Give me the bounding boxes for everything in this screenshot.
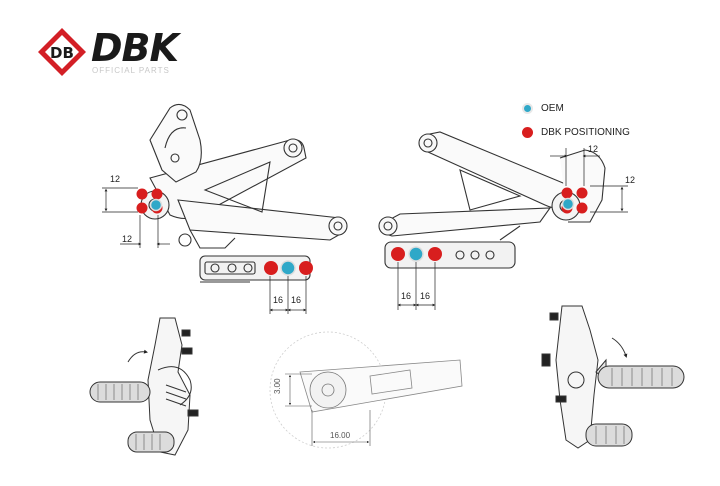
right-rearset-dimensions [397,148,628,310]
detail-view-drawing [269,331,463,449]
dbk-position-dot [576,187,588,199]
legend-label-oem: OEM [541,102,564,114]
right-rearset-drawing [378,131,606,269]
legend-item-oem: OEM [522,98,630,118]
brand-logo: DB DBK OFFICIAL PARTS [36,26,236,82]
dbk-position-dot [391,247,405,261]
left-side-view-drawing [89,317,199,456]
dim-detail-vertical: 3.00 [273,378,282,394]
oem-position-dot [280,260,296,276]
dim-right-vertical: 12 [625,175,635,185]
dbk-position-dot [151,188,163,200]
dbk-position-dot [264,261,278,275]
legend-item-dbk: DBK POSITIONING [522,122,630,142]
right-rearset-positions [391,187,588,262]
dbk-position-dot [136,202,148,214]
oem-position-dot [408,246,424,262]
left-rearset-drawing [140,103,348,283]
dbk-position-dot [428,247,442,261]
legend: OEM DBK POSITIONING [522,98,630,146]
oem-dot-icon [522,102,533,114]
dim-left-spacing-a: 16 [273,295,283,305]
legend-label-dbk: DBK POSITIONING [541,126,630,138]
dim-left-horizontal: 12 [122,234,132,244]
left-rearset-dimensions [102,187,307,314]
dbk-dot-icon [522,126,533,138]
right-side-view-drawing [541,305,685,449]
dbk-position-dot [561,187,573,199]
oem-position-dot [561,197,575,211]
dbk-position-dot [136,188,148,200]
brand-name: DBK [91,26,179,70]
brand-emblem-text: DB [50,44,74,62]
dbk-position-dot [576,202,588,214]
dim-left-vertical: 12 [110,174,120,184]
brand-tagline: OFFICIAL PARTS [92,66,170,75]
dim-left-spacing-b: 16 [291,295,301,305]
oem-position-dot [149,198,163,212]
brand-emblem-icon: DB [38,28,86,76]
dim-detail-horizontal: 16.00 [330,431,351,440]
dim-right-spacing-a: 16 [401,291,411,301]
dim-right-spacing-b: 16 [420,291,430,301]
left-rearset-positions [136,188,313,276]
dbk-position-dot [299,261,313,275]
dim-right-horizontal: 12 [588,144,598,154]
